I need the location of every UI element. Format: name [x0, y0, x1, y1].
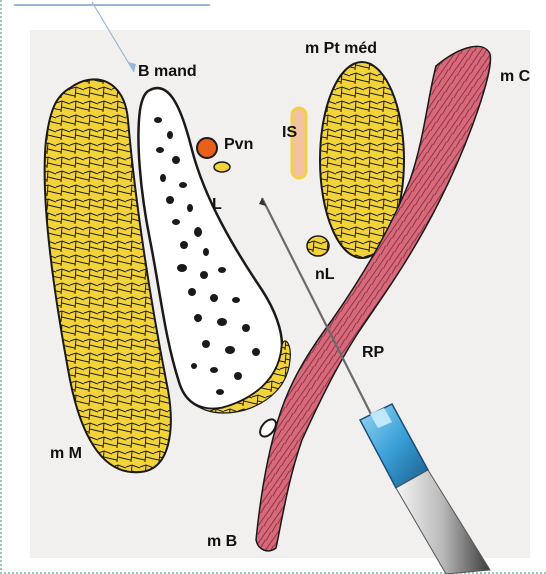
label-m-c: m C — [500, 68, 530, 86]
label-m-m: m M — [50, 445, 82, 463]
label-is: IS — [282, 124, 297, 142]
syringe-barrel — [396, 470, 490, 574]
is-ligament — [292, 108, 306, 178]
label-m-pt-med: m Pt méd — [305, 40, 377, 58]
label-nl: nL — [315, 266, 335, 284]
label-l: L — [212, 196, 222, 214]
label-b-mand: B mand — [138, 63, 197, 81]
pointer-line — [92, 2, 134, 72]
label-m-b: m B — [207, 533, 237, 551]
pointer-arrowhead — [128, 62, 136, 72]
lingual-nerve — [307, 236, 329, 256]
vein-pvn — [197, 138, 217, 158]
label-pvn: Pvn — [224, 136, 253, 154]
nerve-small — [214, 162, 230, 172]
label-rp: RP — [362, 344, 384, 362]
